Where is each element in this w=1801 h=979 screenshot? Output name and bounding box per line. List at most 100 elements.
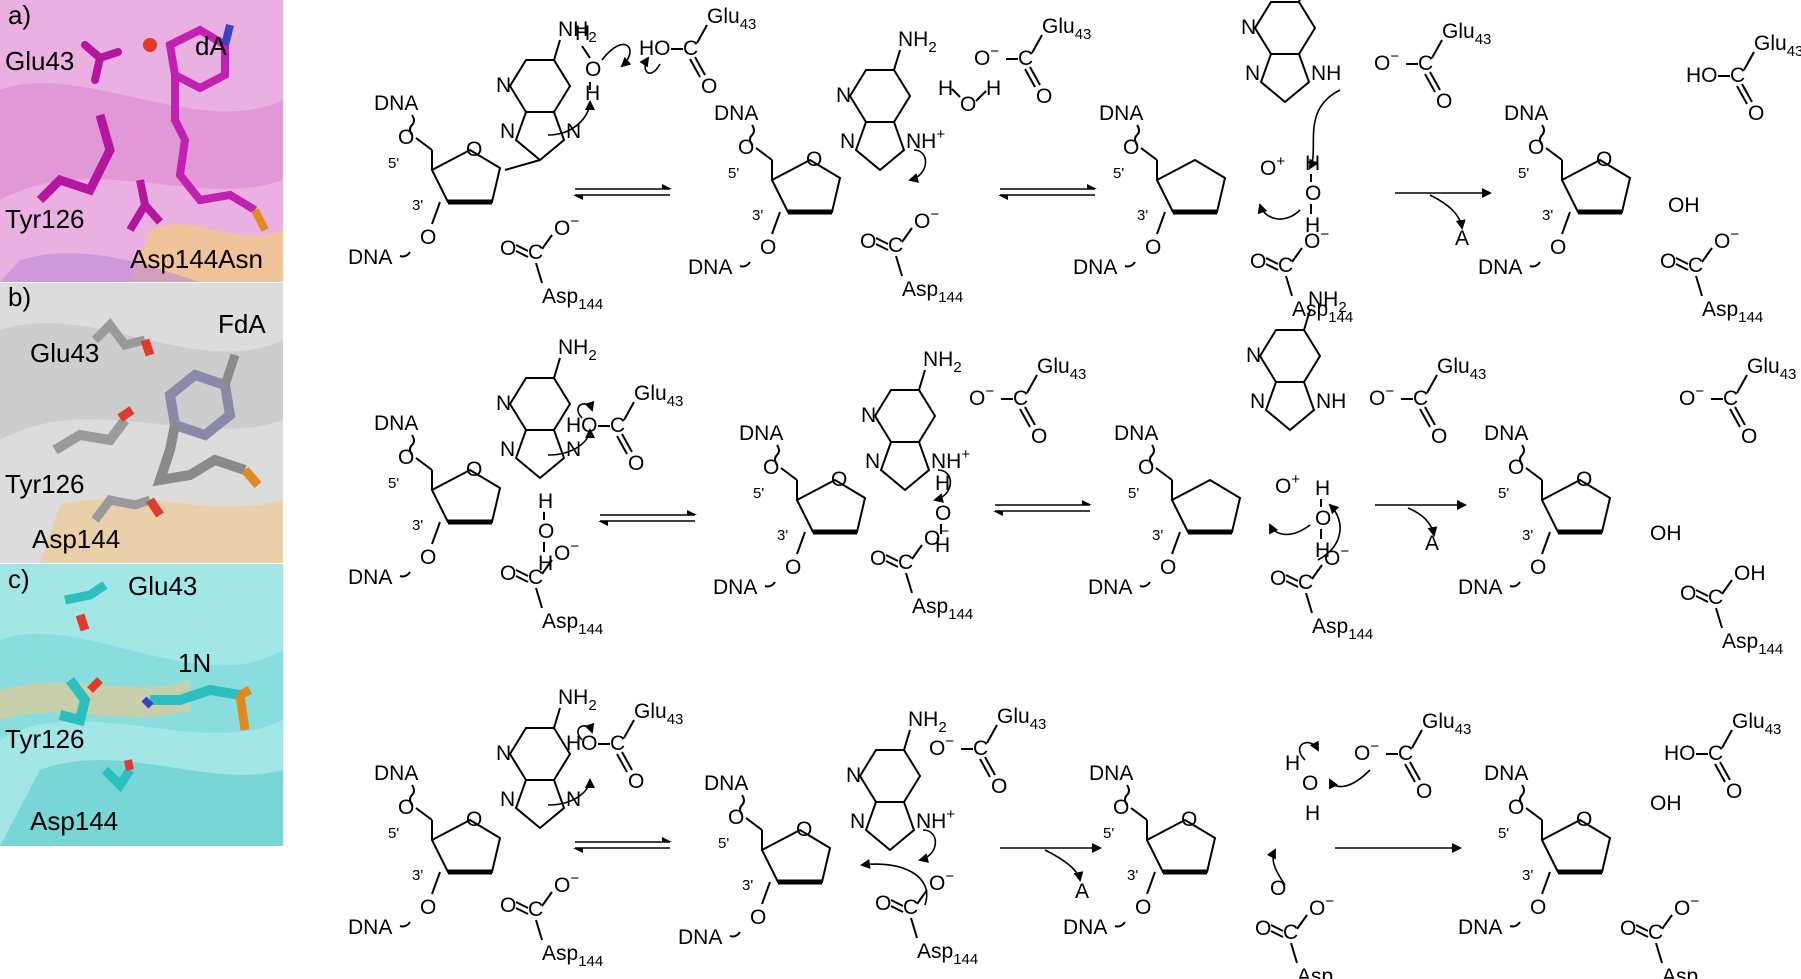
sugar-ring <box>760 828 832 883</box>
bond <box>1525 807 1543 821</box>
bond <box>905 572 913 594</box>
bond <box>1285 580 1299 588</box>
asp-o-label: O <box>1680 582 1696 605</box>
bond <box>1305 592 1313 614</box>
bond <box>1429 71 1441 91</box>
bond <box>986 724 998 744</box>
o4-label: O <box>831 468 847 491</box>
o3-label: O <box>420 546 436 569</box>
bond <box>504 159 541 171</box>
sugar-ring <box>430 468 502 523</box>
glu-c-label: C <box>1708 742 1723 765</box>
glu-c-label: C <box>973 737 988 760</box>
bond <box>1545 147 1563 161</box>
bond <box>1424 406 1436 426</box>
asp-o-minus-label: O− <box>1714 226 1739 253</box>
bond <box>875 237 889 245</box>
n3-label: N <box>1250 390 1265 413</box>
o3-label: O <box>1160 556 1176 579</box>
n1-label: N <box>846 764 861 787</box>
n1-label: N <box>1241 16 1256 39</box>
o3-label: O <box>1530 556 1546 579</box>
glu-ho-label: HO <box>639 37 671 60</box>
tyr126-label-c: Tyr126 <box>5 724 85 754</box>
glu-name-label: Glu43 <box>1437 355 1486 383</box>
asp-name-label: Asp144 <box>917 940 978 968</box>
bond <box>1156 211 1166 235</box>
n1-label: N <box>496 392 511 415</box>
bond <box>1661 914 1673 930</box>
sugar-ring <box>770 158 842 213</box>
b-substrate-sugar <box>399 434 502 578</box>
dna-5prime-label: DNA <box>1484 422 1528 445</box>
three-prime-label: 3' <box>777 527 788 544</box>
a-water-h2: H <box>585 82 600 105</box>
glu-c-label: C <box>610 732 625 755</box>
asp-o-minus-label: O− <box>1674 893 1699 920</box>
b-leaving-adenine: A <box>1425 532 1439 555</box>
o4-label: O <box>1596 148 1612 171</box>
a-product-sugar <box>1529 124 1632 268</box>
dna-5prime-label: DNA <box>1504 102 1548 125</box>
o3-label: O <box>750 906 766 929</box>
panel-a-structure <box>0 0 283 282</box>
pyrimidine-ring <box>508 727 572 781</box>
o3-label: O <box>760 236 776 259</box>
bond <box>1291 247 1303 263</box>
bond <box>623 401 635 421</box>
c-eq-arrow-1 <box>573 837 672 853</box>
bond <box>893 49 901 71</box>
asp-o-label: O <box>500 894 516 917</box>
o4-label: O <box>796 818 812 841</box>
asp-c-label: C <box>528 241 543 264</box>
bond <box>984 756 996 776</box>
asp-o-label: O <box>875 892 891 915</box>
glu-c-label: C <box>1013 387 1028 410</box>
glu-o-label: O <box>991 775 1007 798</box>
o4-label: O <box>1576 468 1592 491</box>
bond <box>1270 924 1284 932</box>
glu-c-label: C <box>610 414 625 437</box>
o5-label: O <box>1113 796 1129 819</box>
dna-3prime-label: DNA <box>1088 576 1132 599</box>
bond <box>1525 467 1543 481</box>
bond <box>1721 729 1733 749</box>
b-oplus-label: O+ <box>1275 471 1300 498</box>
dna-3prime-label: DNA <box>1073 256 1117 279</box>
five-prime-label: 5' <box>1498 825 1509 842</box>
a-water-o: O <box>585 58 601 81</box>
bond <box>1695 595 1709 603</box>
glu-o-label: O <box>701 75 717 98</box>
bond <box>885 560 899 568</box>
bond <box>979 758 991 778</box>
bond <box>541 234 553 250</box>
three-prime-label: 3' <box>1542 207 1553 224</box>
c-ester-o: O <box>1270 877 1286 900</box>
imidazole-ring <box>864 801 916 852</box>
c-water-h1: H <box>1285 752 1300 775</box>
imidazole-ring <box>879 441 931 492</box>
a-eq-arrow-2 <box>998 184 1097 200</box>
o3-label: O <box>1135 896 1151 919</box>
dna-5prime-label: DNA <box>1114 422 1158 445</box>
bond <box>885 554 899 562</box>
sugar-ring <box>1155 158 1227 213</box>
bond <box>553 707 561 729</box>
asp-o-label: O <box>500 237 516 260</box>
bond <box>1426 374 1438 394</box>
n3-label: N <box>865 450 880 473</box>
b-arrow-leaving <box>1407 507 1438 537</box>
glu-name-label: Glu43 <box>1732 710 1781 738</box>
c-water-o: O <box>1302 772 1318 795</box>
glu-c-label: C <box>683 37 698 60</box>
bond <box>890 899 904 907</box>
o3-label: O <box>1530 896 1546 919</box>
n7h-plus-label: NH+ <box>916 806 955 833</box>
glu-o-label: O <box>628 770 644 793</box>
imidazole-ring <box>514 111 566 162</box>
panel-c-letter: c) <box>8 564 30 594</box>
b-intermediate-sugar <box>764 444 867 588</box>
dna-5prime-label: DNA <box>1099 102 1143 125</box>
b-product-sugar <box>1509 444 1612 588</box>
asp-name-label: Asp144 <box>1662 965 1723 979</box>
